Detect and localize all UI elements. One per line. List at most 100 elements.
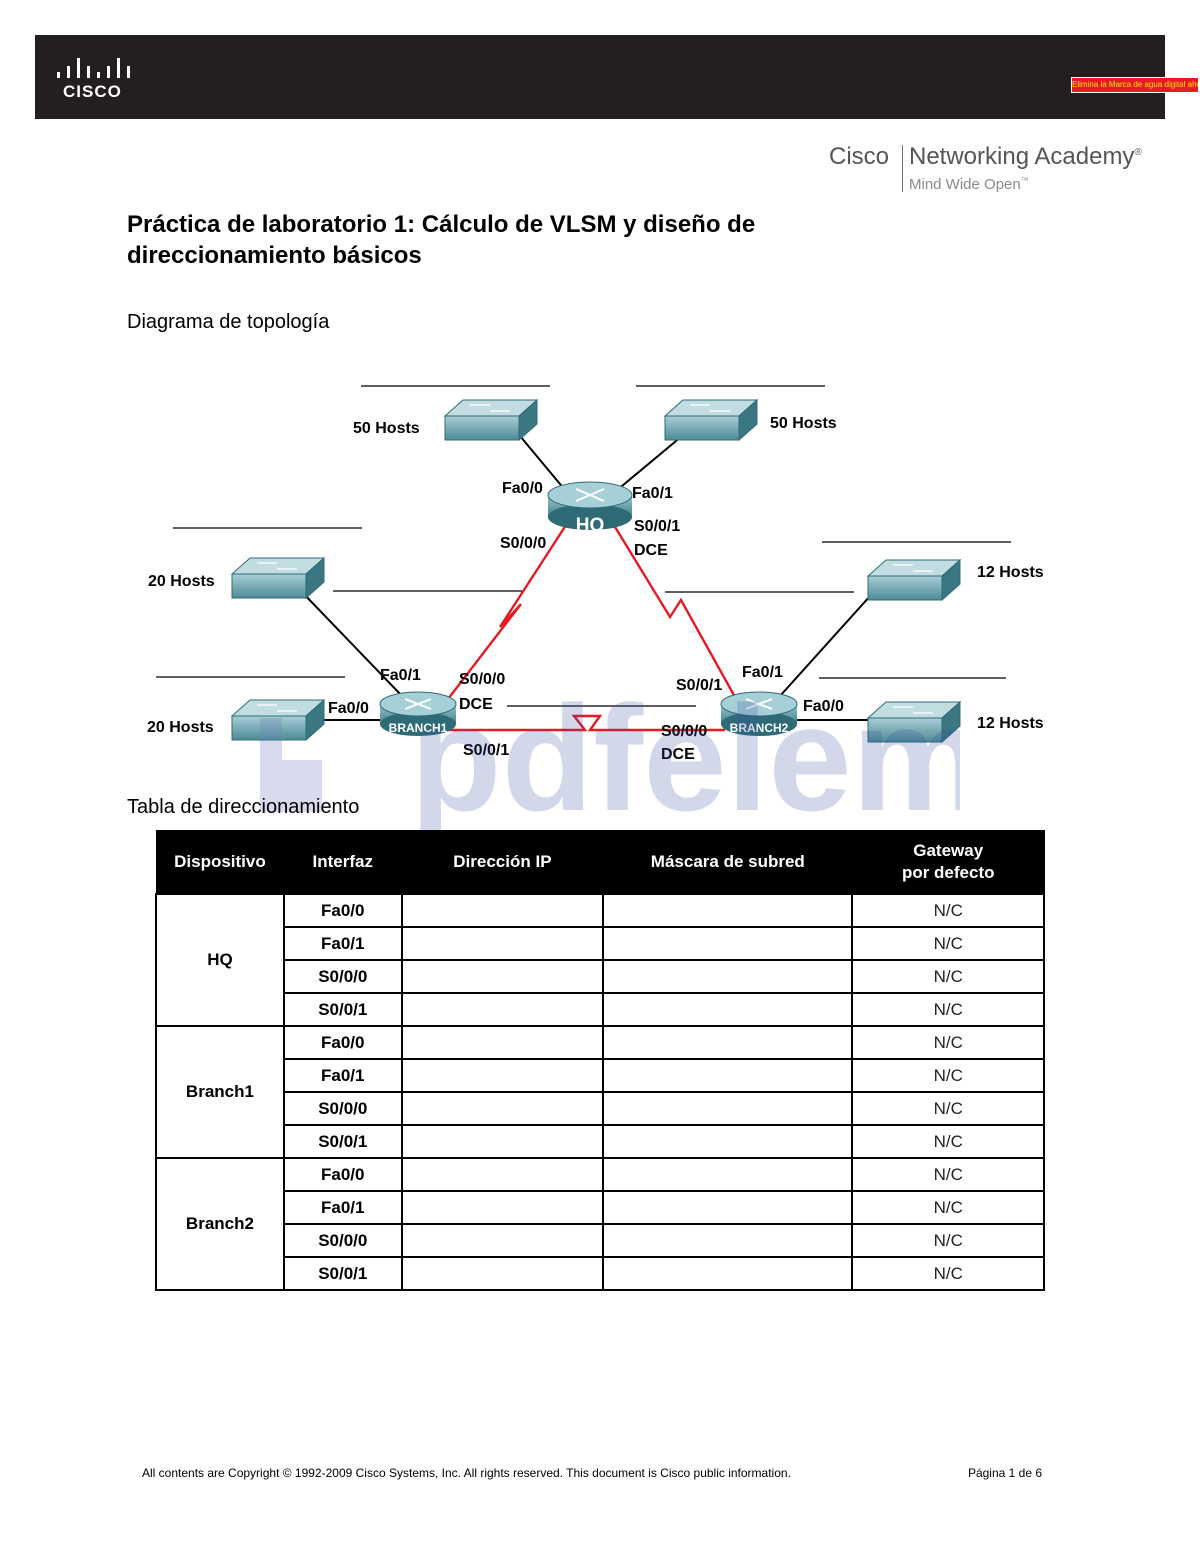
ip-address-cell[interactable] <box>400 1091 605 1126</box>
serial-links <box>434 521 747 732</box>
interface-cell: S0/0/1 <box>282 1124 403 1159</box>
subnet-mask-cell[interactable] <box>602 893 854 928</box>
gateway-cell: N/C <box>851 1190 1045 1225</box>
label-b1-s001: S0/0/1 <box>463 742 509 759</box>
switch-b2-top-icon <box>866 558 962 602</box>
cisco-logo-word: CISCO <box>63 82 122 101</box>
router-branch2-label: BRANCH2 <box>730 721 789 735</box>
ip-address-cell[interactable] <box>400 1190 605 1225</box>
pdf-watermark-remove-button[interactable]: Elimina la Marca de agua digital ahora <box>1071 77 1199 93</box>
subnet-mask-cell[interactable] <box>602 1124 854 1159</box>
label-b2-dce: DCE <box>661 746 695 763</box>
ip-address-cell[interactable] <box>400 959 605 994</box>
gateway-cell: N/C <box>851 992 1045 1027</box>
academy-cisco: Cisco <box>829 143 890 170</box>
device-cell: Branch2 <box>155 1157 285 1291</box>
academy-name: Networking Academy® <box>909 143 1142 170</box>
gateway-cell: N/C <box>851 1157 1045 1192</box>
blank-lines <box>156 385 1011 707</box>
label-b2-fa01: Fa0/1 <box>742 664 783 681</box>
switch-hq-right-icon <box>663 398 759 442</box>
subnet-mask-cell[interactable] <box>602 1190 854 1225</box>
section-heading-topology: Diagrama de topología <box>127 311 330 333</box>
switch-b2-bottom-icon <box>866 700 962 744</box>
header-mask: Máscara de subred <box>602 830 853 895</box>
gateway-cell: N/C <box>851 1091 1045 1126</box>
label-b1-fa00: Fa0/0 <box>328 700 369 717</box>
subnet-mask-cell[interactable] <box>602 1157 854 1192</box>
networking-academy-logo: Cisco Networking Academy® Mind Wide Open… <box>829 143 1169 198</box>
table-row: S0/0/0 N/C <box>156 1091 1045 1126</box>
academy-divider <box>902 145 903 192</box>
interface-cell: S0/0/0 <box>282 959 403 994</box>
ip-address-cell[interactable] <box>400 926 605 961</box>
subnet-mask-cell[interactable] <box>602 992 854 1027</box>
label-hq-fa01: Fa0/1 <box>632 485 673 502</box>
interface-cell: S0/0/1 <box>282 1256 403 1291</box>
ip-address-cell[interactable] <box>400 893 605 928</box>
interface-cell: Fa0/1 <box>282 1190 403 1225</box>
router-hq-label: HQ <box>576 515 605 536</box>
hosts-b2-top: 12 Hosts <box>977 564 1044 581</box>
router-branch2-icon: BRANCH2 <box>720 691 798 736</box>
subnet-mask-cell[interactable] <box>602 1025 854 1060</box>
label-b2-fa00: Fa0/0 <box>803 698 844 715</box>
label-hq-s001: S0/0/1 <box>634 518 680 535</box>
switch-hq-left-icon <box>443 398 539 442</box>
hosts-b1-top: 20 Hosts <box>148 573 215 590</box>
router-hq-icon: HQ <box>547 481 633 536</box>
ip-address-cell[interactable] <box>400 1025 605 1060</box>
ip-address-cell[interactable] <box>400 1256 605 1291</box>
interface-cell: Fa0/0 <box>282 1157 403 1192</box>
addressing-table: Dispositivo Interfaz Dirección IP Máscar… <box>155 830 1045 1291</box>
device-cell: HQ <box>155 893 285 1027</box>
label-b2-s001: S0/0/1 <box>676 677 722 694</box>
gateway-cell: N/C <box>851 1256 1045 1291</box>
header-device: Dispositivo <box>155 830 285 895</box>
subnet-mask-cell[interactable] <box>602 926 854 961</box>
label-hq-s000: S0/0/0 <box>500 535 546 552</box>
header-ip: Dirección IP <box>401 830 604 895</box>
hosts-hq-right: 50 Hosts <box>770 415 837 432</box>
subnet-mask-cell[interactable] <box>602 1091 854 1126</box>
label-hq-fa00: Fa0/0 <box>502 480 543 497</box>
switch-b1-bottom-icon <box>230 698 326 742</box>
table-header-row: Dispositivo Interfaz Dirección IP Máscar… <box>155 830 1045 895</box>
router-branch1-label: BRANCH1 <box>389 721 448 735</box>
gateway-cell: N/C <box>851 893 1045 928</box>
topology-diagram: HQ BRANCH1 BRANCH2 50 Hosts 50 Hosts 20 … <box>147 385 1044 763</box>
device-cell: Branch1 <box>155 1025 285 1159</box>
label-hq-dce: DCE <box>634 542 668 559</box>
academy-tagline: Mind Wide Open™ <box>909 176 1029 193</box>
ip-address-cell[interactable] <box>400 992 605 1027</box>
gateway-cell: N/C <box>851 926 1045 961</box>
subnet-mask-cell[interactable] <box>602 1223 854 1258</box>
label-b1-fa01: Fa0/1 <box>380 667 421 684</box>
ip-address-cell[interactable] <box>400 1058 605 1093</box>
table-row: S0/0/1 N/C <box>156 1256 1045 1291</box>
gateway-cell: N/C <box>851 1124 1045 1159</box>
interface-cell: Fa0/0 <box>282 893 403 928</box>
hosts-b1-bottom: 20 Hosts <box>147 719 214 736</box>
ip-address-cell[interactable] <box>400 1157 605 1192</box>
ip-address-cell[interactable] <box>400 1223 605 1258</box>
subnet-mask-cell[interactable] <box>602 1058 854 1093</box>
subnet-mask-cell[interactable] <box>602 1256 854 1291</box>
section-heading-table: Tabla de direccionamiento <box>127 796 360 818</box>
interface-cell: S0/0/0 <box>282 1091 403 1126</box>
ip-address-cell[interactable] <box>400 1124 605 1159</box>
gateway-cell: N/C <box>851 959 1045 994</box>
gateway-cell: N/C <box>851 1223 1045 1258</box>
subnet-mask-cell[interactable] <box>602 959 854 994</box>
hosts-b2-bottom: 12 Hosts <box>977 715 1044 732</box>
cisco-bridge-icon <box>55 58 135 78</box>
footer: All contents are Copyright © 1992-2009 C… <box>142 1466 1042 1480</box>
table-row: Fa0/1 N/C <box>156 1190 1045 1225</box>
label-b1-s000: S0/0/0 <box>459 671 505 688</box>
